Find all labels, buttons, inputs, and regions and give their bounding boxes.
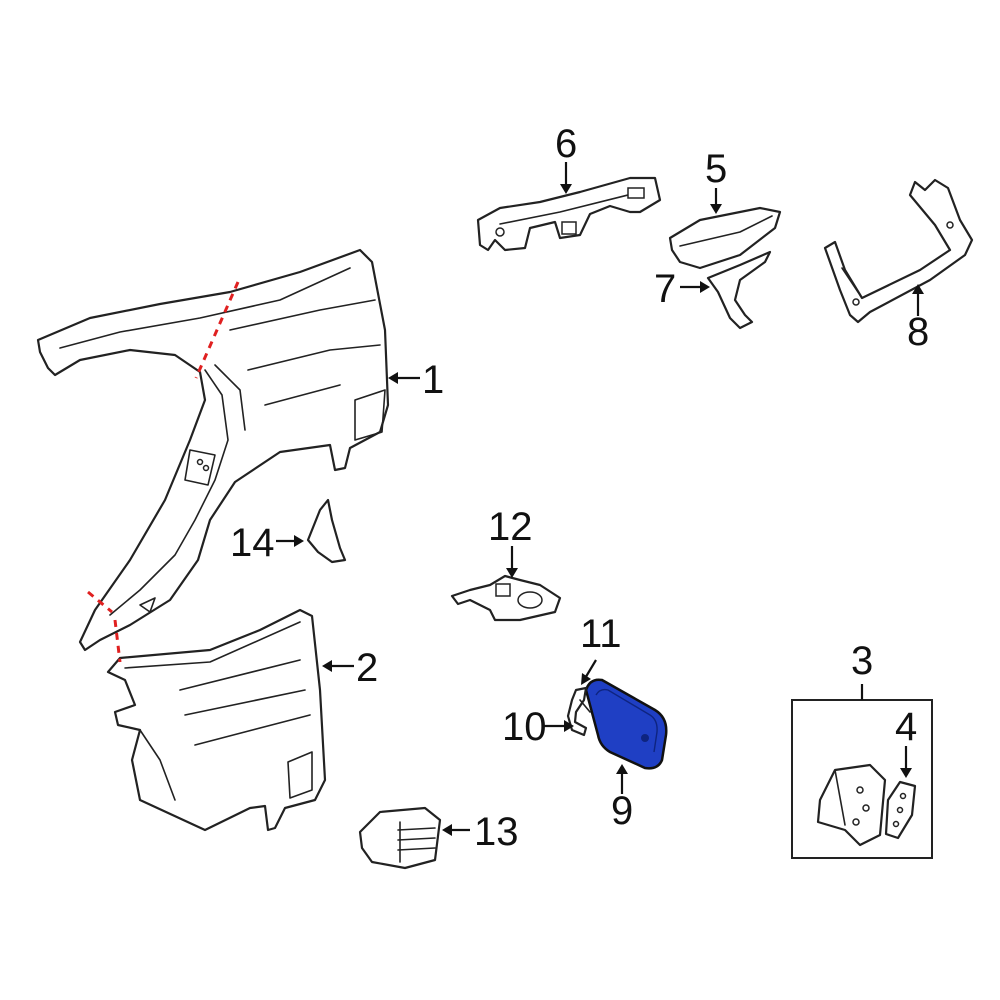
callout-9[interactable]: 9	[611, 789, 633, 833]
part-repair-bracket[interactable]	[816, 763, 887, 847]
part-reinforcement-plate[interactable]	[884, 780, 917, 840]
cut-lines	[87, 281, 240, 663]
callout-10[interactable]: 10	[502, 705, 547, 749]
callout-13[interactable]: 13	[474, 810, 519, 854]
part-fuel-door[interactable]	[584, 678, 668, 770]
callout-14[interactable]: 14	[230, 521, 275, 565]
part-lower-quarter-panel[interactable]	[106, 608, 327, 832]
part-bracket[interactable]	[706, 250, 772, 330]
part-splash-guard[interactable]	[306, 498, 347, 564]
callout-1[interactable]: 1	[422, 358, 444, 402]
callout-8[interactable]: 8	[907, 310, 929, 354]
callout-6[interactable]: 6	[555, 122, 577, 166]
callout-7[interactable]: 7	[654, 267, 676, 311]
part-pressure-vent[interactable]	[358, 806, 442, 870]
callout-5[interactable]: 5	[705, 147, 727, 191]
part-frame[interactable]	[823, 178, 974, 324]
callout-12[interactable]: 12	[488, 505, 533, 549]
part-fuel-door-hinge[interactable]	[566, 686, 591, 737]
part-upper-brace[interactable]	[668, 206, 782, 270]
callout-2[interactable]: 2	[356, 646, 378, 690]
callout-3[interactable]: 3	[851, 639, 873, 683]
leader-lines	[276, 162, 924, 836]
callout-labels: 1 2 3 4 5 6 7 8 9 10 11 12 13 14	[230, 122, 929, 854]
callout-4[interactable]: 4	[895, 705, 917, 749]
part-fuel-door-housing[interactable]	[450, 574, 562, 622]
part-quarter-panel[interactable]	[36, 248, 390, 652]
callout-11[interactable]: 11	[580, 612, 622, 656]
part-reinforcement[interactable]	[476, 176, 662, 252]
